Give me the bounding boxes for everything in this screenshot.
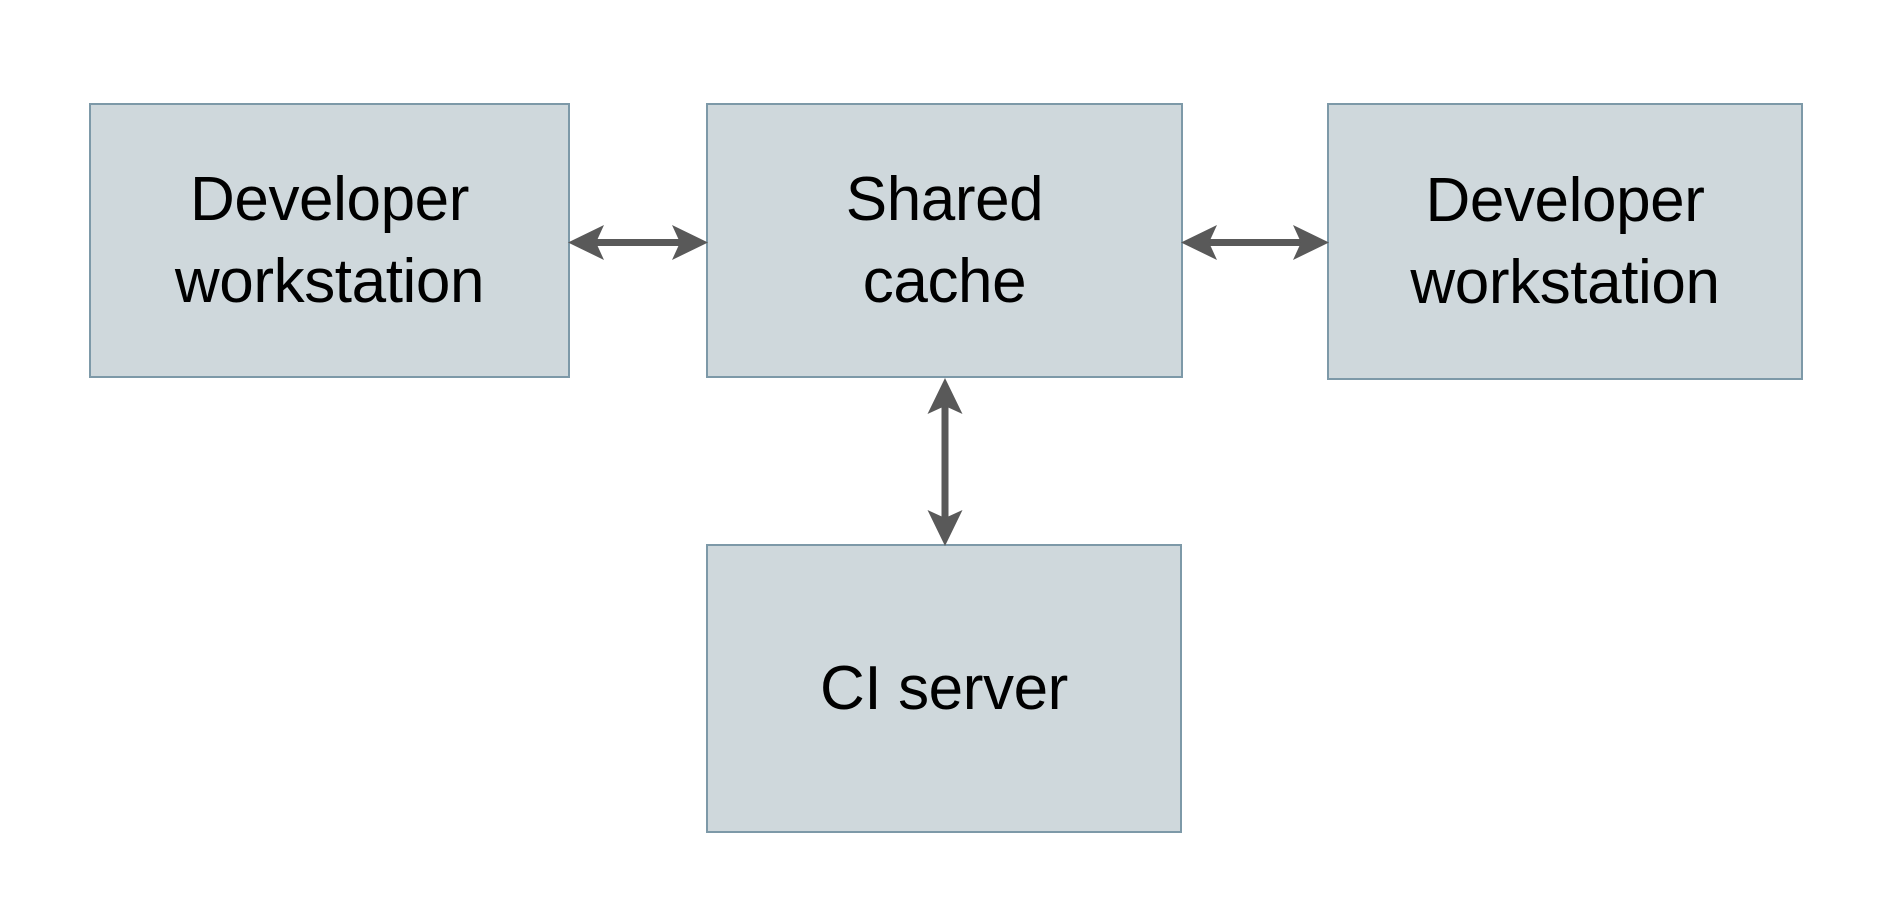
- edge-shared-cache-to-right-workstation: [1179, 212, 1331, 274]
- node-developer-workstation-left[interactable]: Developer workstation: [89, 103, 570, 378]
- double-headed-arrow-icon: [1181, 225, 1329, 260]
- node-shared-cache[interactable]: Shared cache: [706, 103, 1183, 378]
- double-headed-arrow-icon: [927, 378, 963, 546]
- node-label: Shared cache: [845, 164, 1044, 316]
- edge-shared-cache-to-ci-server: [914, 376, 976, 548]
- node-developer-workstation-right[interactable]: Developer workstation: [1327, 103, 1803, 380]
- node-ci-server[interactable]: CI server: [706, 544, 1182, 833]
- node-label: Developer workstation: [174, 164, 485, 316]
- edge-left-workstation-to-shared-cache: [566, 212, 710, 274]
- node-label: Developer workstation: [1410, 165, 1720, 317]
- double-headed-arrow-icon: [568, 225, 708, 260]
- node-label: CI server: [820, 653, 1068, 723]
